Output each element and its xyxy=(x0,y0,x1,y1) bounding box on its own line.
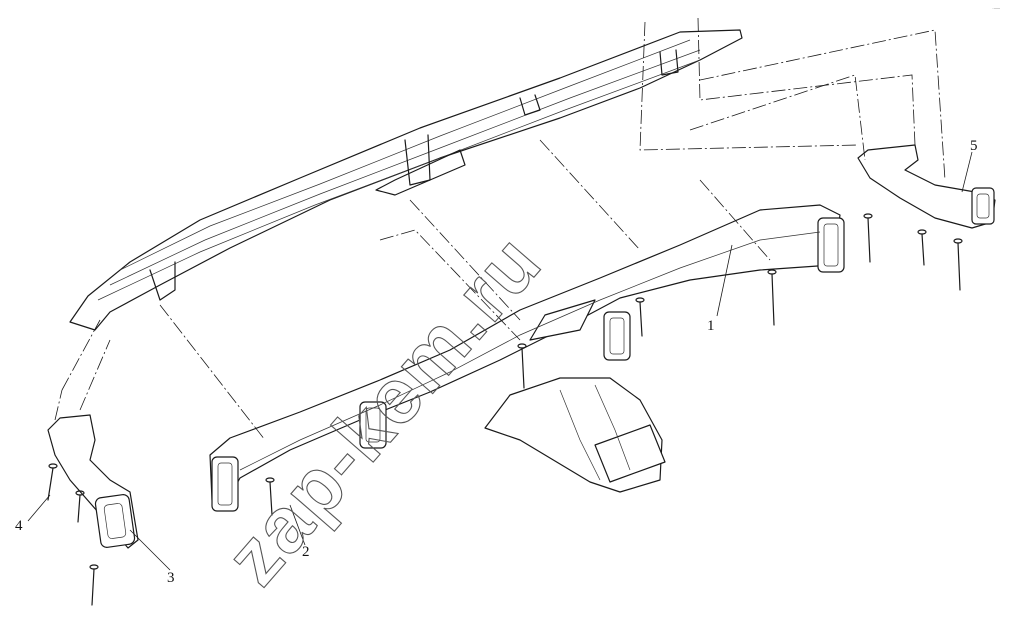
callout-lines xyxy=(27,151,973,571)
right-side-vent-duct xyxy=(857,144,996,229)
screw xyxy=(917,229,927,266)
assembly-leader-lines xyxy=(54,17,946,441)
screw xyxy=(767,269,777,326)
screw xyxy=(47,463,58,501)
left-side-vent-duct xyxy=(47,414,139,549)
callout-3: 3 xyxy=(167,570,175,586)
screw xyxy=(635,297,645,337)
screw xyxy=(863,213,873,263)
callout-1: 1 xyxy=(707,318,715,334)
callout-5: 5 xyxy=(970,138,978,154)
main-air-distribution-duct xyxy=(209,204,845,512)
center-heater-outlet xyxy=(484,377,666,493)
screw xyxy=(517,343,527,389)
fastener-screws xyxy=(47,213,963,606)
screw xyxy=(89,564,99,606)
screw xyxy=(75,490,85,523)
upper-defroster-duct xyxy=(69,29,743,331)
screw xyxy=(265,477,275,516)
callout-2: 2 xyxy=(302,544,310,560)
callout-4: 4 xyxy=(15,518,23,534)
screw xyxy=(953,238,963,291)
corner-mark: ·— xyxy=(992,6,1000,12)
